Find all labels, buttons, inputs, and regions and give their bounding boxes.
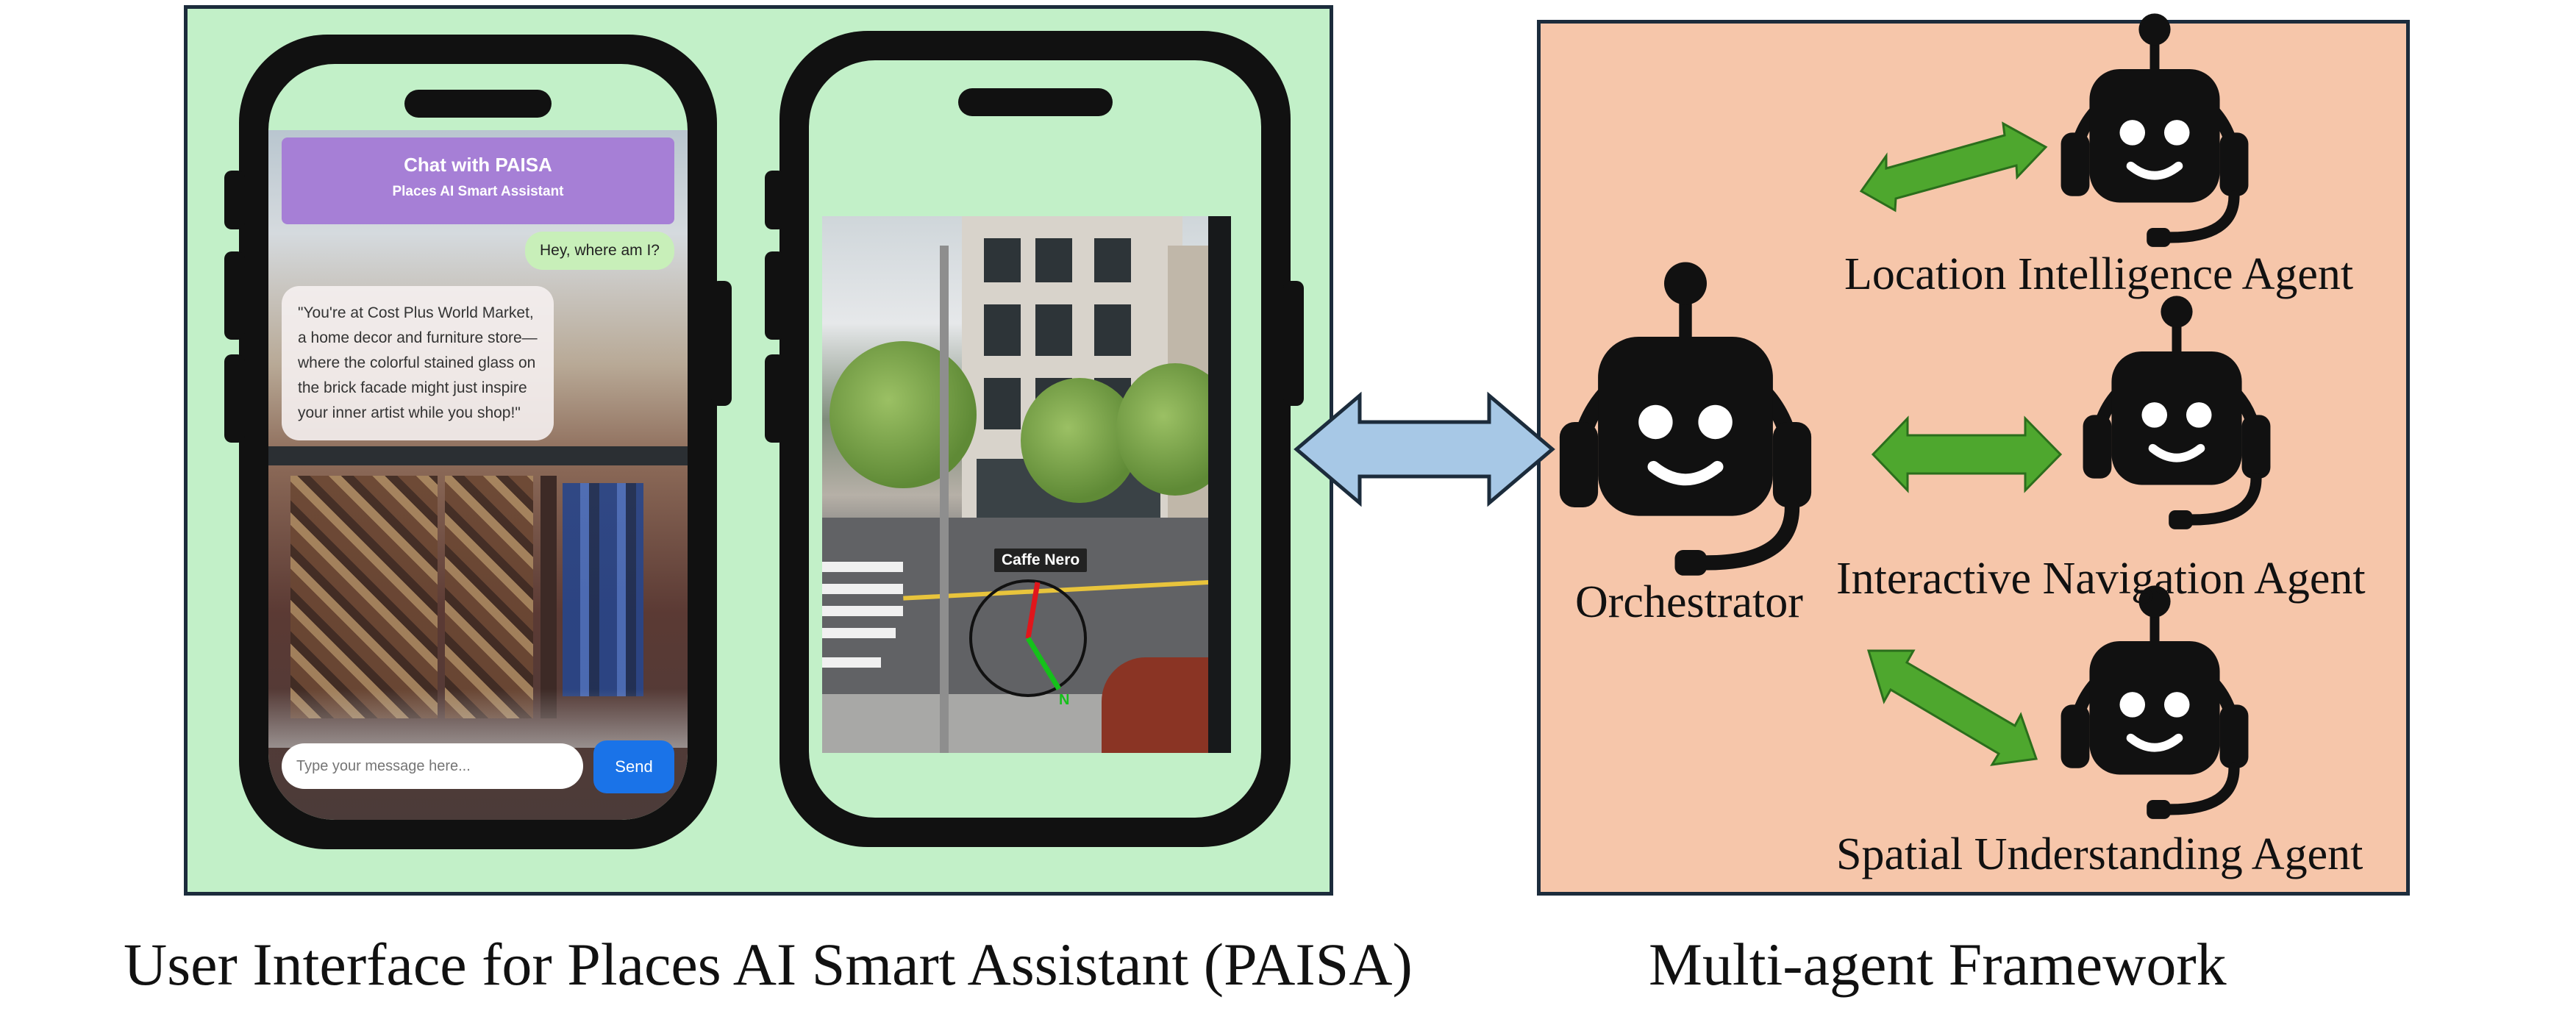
spatial-link-arrow (1866, 649, 2038, 766)
framework-caption: Multi-agent Framework (1649, 931, 2227, 998)
orchestrator-label: Orchestrator (1575, 577, 1803, 627)
navigation-phone: Caffe Nero (779, 31, 1291, 847)
navigation-link-arrow (1871, 415, 2063, 493)
phone-side-button (765, 354, 785, 443)
compass-ring (969, 579, 1087, 697)
compass-widget: N (969, 579, 1087, 708)
navigation-agent-robot-icon (2083, 296, 2271, 529)
bridge-double-arrow (1294, 391, 1555, 507)
phone-side-button (224, 354, 245, 443)
send-button[interactable]: Send (593, 740, 674, 793)
location-link-arrow (1859, 121, 2048, 212)
phone-side-button (765, 251, 785, 340)
phone-side-button (224, 251, 245, 340)
stained-glass-mosaic (290, 476, 438, 718)
compass-heading-needle (1025, 582, 1041, 639)
user-message-bubble: Hey, where am I? (524, 232, 674, 270)
stained-glass-blue (563, 483, 643, 696)
spatial-agent-label: Spatial Understanding Agent (1836, 829, 2363, 879)
ui-caption: User Interface for Places AI Smart Assis… (124, 931, 1413, 998)
compass-north-label: N (1059, 692, 1069, 708)
phone-side-button (711, 281, 732, 406)
navigation-screen: Caffe Nero (809, 60, 1261, 818)
street-view-image: Caffe Nero (822, 216, 1231, 753)
navigation-agent-label: Interactive Navigation Agent (1836, 554, 2366, 604)
phone-side-button (1283, 281, 1304, 406)
chat-phone: Chat with PAISA Places AI Smart Assistan… (239, 35, 717, 849)
place-label: Caffe Nero (994, 549, 1088, 572)
phone-notch (957, 88, 1113, 116)
spatial-agent-robot-icon (2061, 585, 2249, 819)
ui-panel: Chat with PAISA Places AI Smart Assistan… (184, 5, 1333, 896)
bot-message-bubble: "You're at Cost Plus World Market, a hom… (282, 286, 554, 440)
chat-screen: Chat with PAISA Places AI Smart Assistan… (268, 64, 688, 820)
chat-header: Chat with PAISA Places AI Smart Assistan… (282, 137, 674, 224)
phone-side-button (224, 171, 245, 229)
phone-notch (404, 90, 552, 118)
chat-subtitle: Places AI Smart Assistant (392, 184, 564, 199)
location-agent-robot-icon (2061, 13, 2249, 247)
location-agent-label: Location Intelligence Agent (1844, 249, 2354, 299)
message-input[interactable] (282, 743, 583, 789)
compass-north-needle (1026, 637, 1061, 690)
orchestrator-robot-icon (1560, 262, 1811, 576)
phone-side-button (765, 171, 785, 229)
chat-title: Chat with PAISA (404, 154, 552, 176)
